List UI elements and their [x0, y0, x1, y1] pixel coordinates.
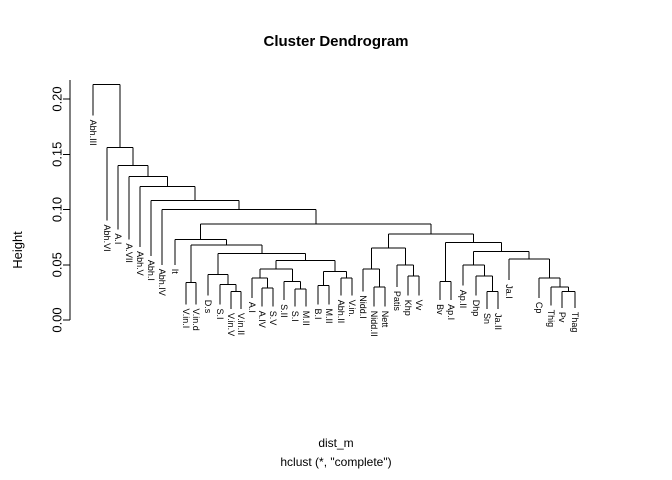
page-title: Cluster Dendrogram — [263, 33, 408, 50]
leaf-label: A.VII — [124, 243, 134, 263]
leaf-label: S.I — [215, 309, 225, 320]
leaf-label: V.in.V — [226, 313, 236, 336]
y-axis-label: Height — [10, 231, 25, 269]
y-tick-label: 0.15 — [50, 142, 65, 167]
leaf-label: S.V — [268, 311, 278, 326]
leaf-label: Ja.II — [493, 313, 503, 330]
leaf-label: Cp — [534, 302, 544, 314]
leaf-label: V.in.II — [236, 313, 246, 335]
leaf-label: V.in.d — [191, 309, 201, 331]
leaf-label: Thig — [546, 310, 556, 328]
leaf-label: Ap.II — [458, 290, 468, 309]
y-tick-label: 0.05 — [50, 252, 65, 277]
leaf-label: M.II — [324, 309, 334, 324]
caption-line-1: dist_m — [318, 436, 353, 450]
leaf-label: Khp — [403, 300, 413, 316]
leaf-label: Abh.VI — [102, 225, 112, 252]
leaf-label: Ap.I — [446, 304, 456, 320]
leaf-label: M.II — [301, 311, 311, 326]
leaf-label: A.I — [113, 233, 123, 244]
leaf-label: Vv — [414, 300, 424, 311]
leaf-label: Bv — [435, 304, 445, 315]
leaf-label: Dhp — [471, 300, 481, 317]
y-tick-label: 0.00 — [50, 307, 65, 332]
leaf-label: Pv — [557, 312, 567, 323]
leaf-label: Nidd.II — [369, 311, 379, 337]
leaf-label: Nett — [380, 311, 390, 328]
leaf-label: Patis — [392, 291, 402, 312]
leaf-label: S.II — [279, 304, 289, 318]
dendrogram-tree — [92, 84, 576, 309]
leaf-label: A.IV — [257, 311, 267, 328]
leaf-label: A.I — [247, 302, 257, 313]
leaf-label: B.I — [313, 309, 323, 320]
leaf-label: Abh.II — [336, 300, 346, 324]
leaf-label: Nidd.I — [358, 295, 368, 319]
leaf-label: Thag — [570, 312, 580, 333]
y-axis: 0.00 0.05 0.10 0.15 0.20 — [50, 80, 71, 333]
leaf-label: V.in. — [347, 300, 357, 317]
leaf-label: Abh.IV — [157, 269, 167, 296]
caption-line-2: hclust (*, "complete") — [280, 455, 391, 469]
leaf-label: Abh.III — [88, 120, 98, 146]
leaf-label: Abh.I — [146, 260, 156, 281]
leaf-label: S.I — [290, 311, 300, 322]
leaf-label: Ja.I — [504, 284, 514, 299]
y-tick-label: 0.10 — [50, 197, 65, 222]
leaf-label: D.s — [203, 300, 213, 314]
leaf-label: Abh.V — [135, 251, 145, 276]
leaf-label: V.in.I — [181, 309, 191, 329]
leaf-label: Sn — [482, 313, 492, 324]
y-tick-label: 0.20 — [50, 86, 65, 111]
leaf-label: It — [170, 269, 180, 275]
